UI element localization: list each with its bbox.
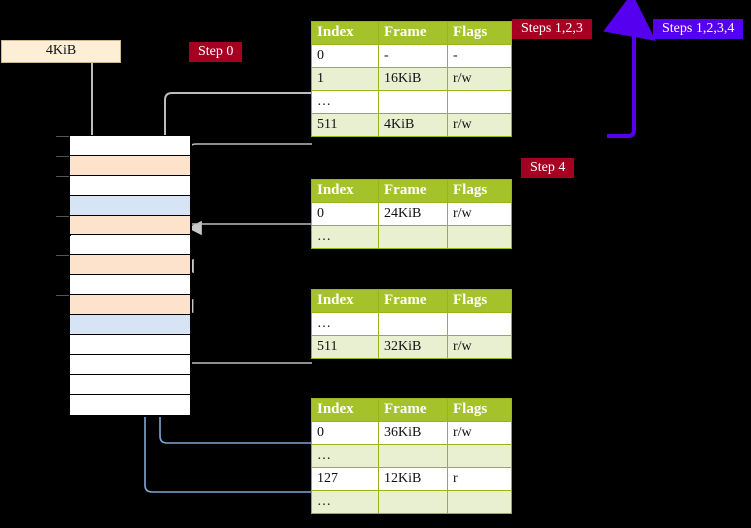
pt-table: Index Frame Flags 0 36KiB r/w … 127 12Ki…	[311, 398, 512, 514]
cell-frame	[378, 312, 448, 336]
col-flags: Flags	[447, 289, 512, 313]
cell-index: 127	[311, 467, 379, 491]
cell-frame: 16KiB	[378, 67, 448, 91]
table-row: 511 32KiB r/w	[311, 335, 512, 359]
wire-memory-to-pd	[178, 298, 312, 364]
cell-flags: r/w	[447, 335, 512, 359]
memory-row	[70, 394, 190, 415]
col-frame: Frame	[378, 21, 448, 45]
table-row: …	[311, 312, 512, 336]
memory-row	[70, 195, 190, 216]
memory-row-tick	[56, 136, 70, 137]
cell-flags: -	[447, 44, 512, 68]
memory-row-tick	[56, 215, 70, 217]
cell-frame: -	[378, 44, 448, 68]
pdp-table: Index Frame Flags 0 24KiB r/w …	[311, 179, 512, 249]
cell-frame	[378, 90, 448, 114]
cell-index: 511	[311, 335, 379, 359]
col-frame: Frame	[378, 179, 448, 203]
cell-flags: r	[447, 467, 512, 491]
table-header-row: Index Frame Flags	[311, 179, 512, 203]
cell-flags	[447, 225, 512, 249]
pml4-table: Index Frame Flags 0 - - 1 16KiB r/w … 51…	[311, 21, 512, 137]
col-index: Index	[311, 289, 379, 313]
step0-badge: Step 0	[189, 42, 243, 62]
col-flags: Flags	[447, 179, 512, 203]
table-row: 511 4KiB r/w	[311, 113, 512, 137]
cell-frame	[378, 444, 448, 468]
memory-row	[70, 275, 190, 296]
cell-index: …	[311, 490, 379, 514]
col-index: Index	[311, 21, 379, 45]
kib-box: 4KiB	[1, 40, 121, 63]
cell-flags	[447, 312, 512, 336]
cell-flags	[447, 444, 512, 468]
pd-table: Index Frame Flags … 511 32KiB r/w	[311, 289, 512, 359]
cell-flags: r/w	[447, 202, 512, 226]
cell-index: 0	[311, 202, 379, 226]
cell-flags	[447, 90, 512, 114]
cell-frame: 12KiB	[378, 467, 448, 491]
cell-frame: 36KiB	[378, 421, 448, 445]
table-row: 127 12KiB r	[311, 467, 512, 491]
cell-index: 511	[311, 113, 379, 137]
table-header-row: Index Frame Flags	[311, 21, 512, 45]
steps123-badge: Steps 1,2,3	[512, 19, 592, 39]
steps1234-badge: Steps 1,2,3,4	[653, 19, 744, 39]
memory-row	[70, 235, 190, 256]
cell-index: 0	[311, 44, 379, 68]
memory-row	[70, 315, 190, 335]
memory-row	[70, 354, 190, 375]
table-row: 0 - -	[311, 44, 512, 68]
table-row: 0 36KiB r/w	[311, 421, 512, 445]
memory-row	[70, 175, 190, 196]
table-row: …	[311, 90, 512, 114]
memory-row-tick	[56, 175, 70, 177]
bracket-steps-1234	[603, 0, 656, 138]
cell-index: …	[311, 444, 379, 468]
col-index: Index	[311, 179, 379, 203]
cell-index: 1	[311, 67, 379, 91]
col-frame: Frame	[378, 398, 448, 422]
cell-index: …	[311, 312, 379, 336]
col-flags: Flags	[447, 21, 512, 45]
table-row: …	[311, 444, 512, 468]
table-row: 1 16KiB r/w	[311, 67, 512, 91]
memory-row-tick	[56, 255, 70, 257]
memory-row	[70, 215, 190, 236]
cell-index: …	[311, 90, 379, 114]
cell-frame: 24KiB	[378, 202, 448, 226]
cell-index: 0	[311, 421, 379, 445]
col-frame: Frame	[378, 289, 448, 313]
memory-row	[70, 295, 190, 316]
cell-flags: r/w	[447, 113, 512, 137]
memory-row	[70, 255, 190, 276]
cell-flags: r/w	[447, 421, 512, 445]
cell-frame: 32KiB	[378, 335, 448, 359]
memory-row	[70, 374, 190, 395]
wire-pdp-to-memory	[179, 223, 312, 274]
col-index: Index	[311, 398, 379, 422]
memory-row-tick	[56, 155, 70, 157]
table-header-row: Index Frame Flags	[311, 289, 512, 313]
cell-flags: r/w	[447, 67, 512, 91]
cell-frame	[378, 490, 448, 514]
table-header-row: Index Frame Flags	[311, 398, 512, 422]
cell-flags	[447, 490, 512, 514]
table-row: …	[311, 225, 512, 249]
cell-frame	[378, 225, 448, 249]
memory-row	[70, 136, 190, 156]
cell-index: …	[311, 225, 379, 249]
memory-row-tick	[56, 295, 70, 297]
wire-memory-to-pdp	[187, 143, 312, 236]
memory-row	[70, 335, 190, 355]
cell-frame: 4KiB	[378, 113, 448, 137]
table-row: …	[311, 490, 512, 514]
step4-badge: Step 4	[521, 158, 575, 178]
table-row: 0 24KiB r/w	[311, 202, 512, 226]
col-flags: Flags	[447, 398, 512, 422]
memory-row	[70, 155, 190, 176]
